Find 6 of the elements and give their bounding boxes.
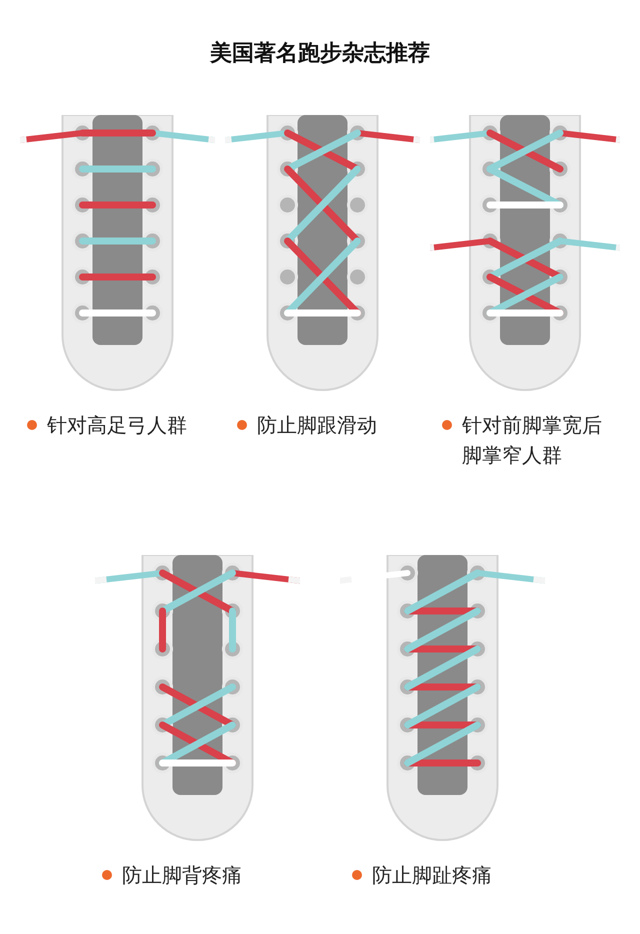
caption: 针对高足弓人群: [25, 410, 187, 440]
title: 美国著名跑步杂志推荐: [208, 40, 431, 68]
caption: 针对前脚掌宽后脚掌窄人群: [440, 410, 612, 470]
caption: 防止脚跟滑动: [235, 410, 377, 440]
caption: 防止脚趾疼痛: [350, 860, 492, 890]
caption: 防止脚背疼痛: [100, 860, 242, 890]
